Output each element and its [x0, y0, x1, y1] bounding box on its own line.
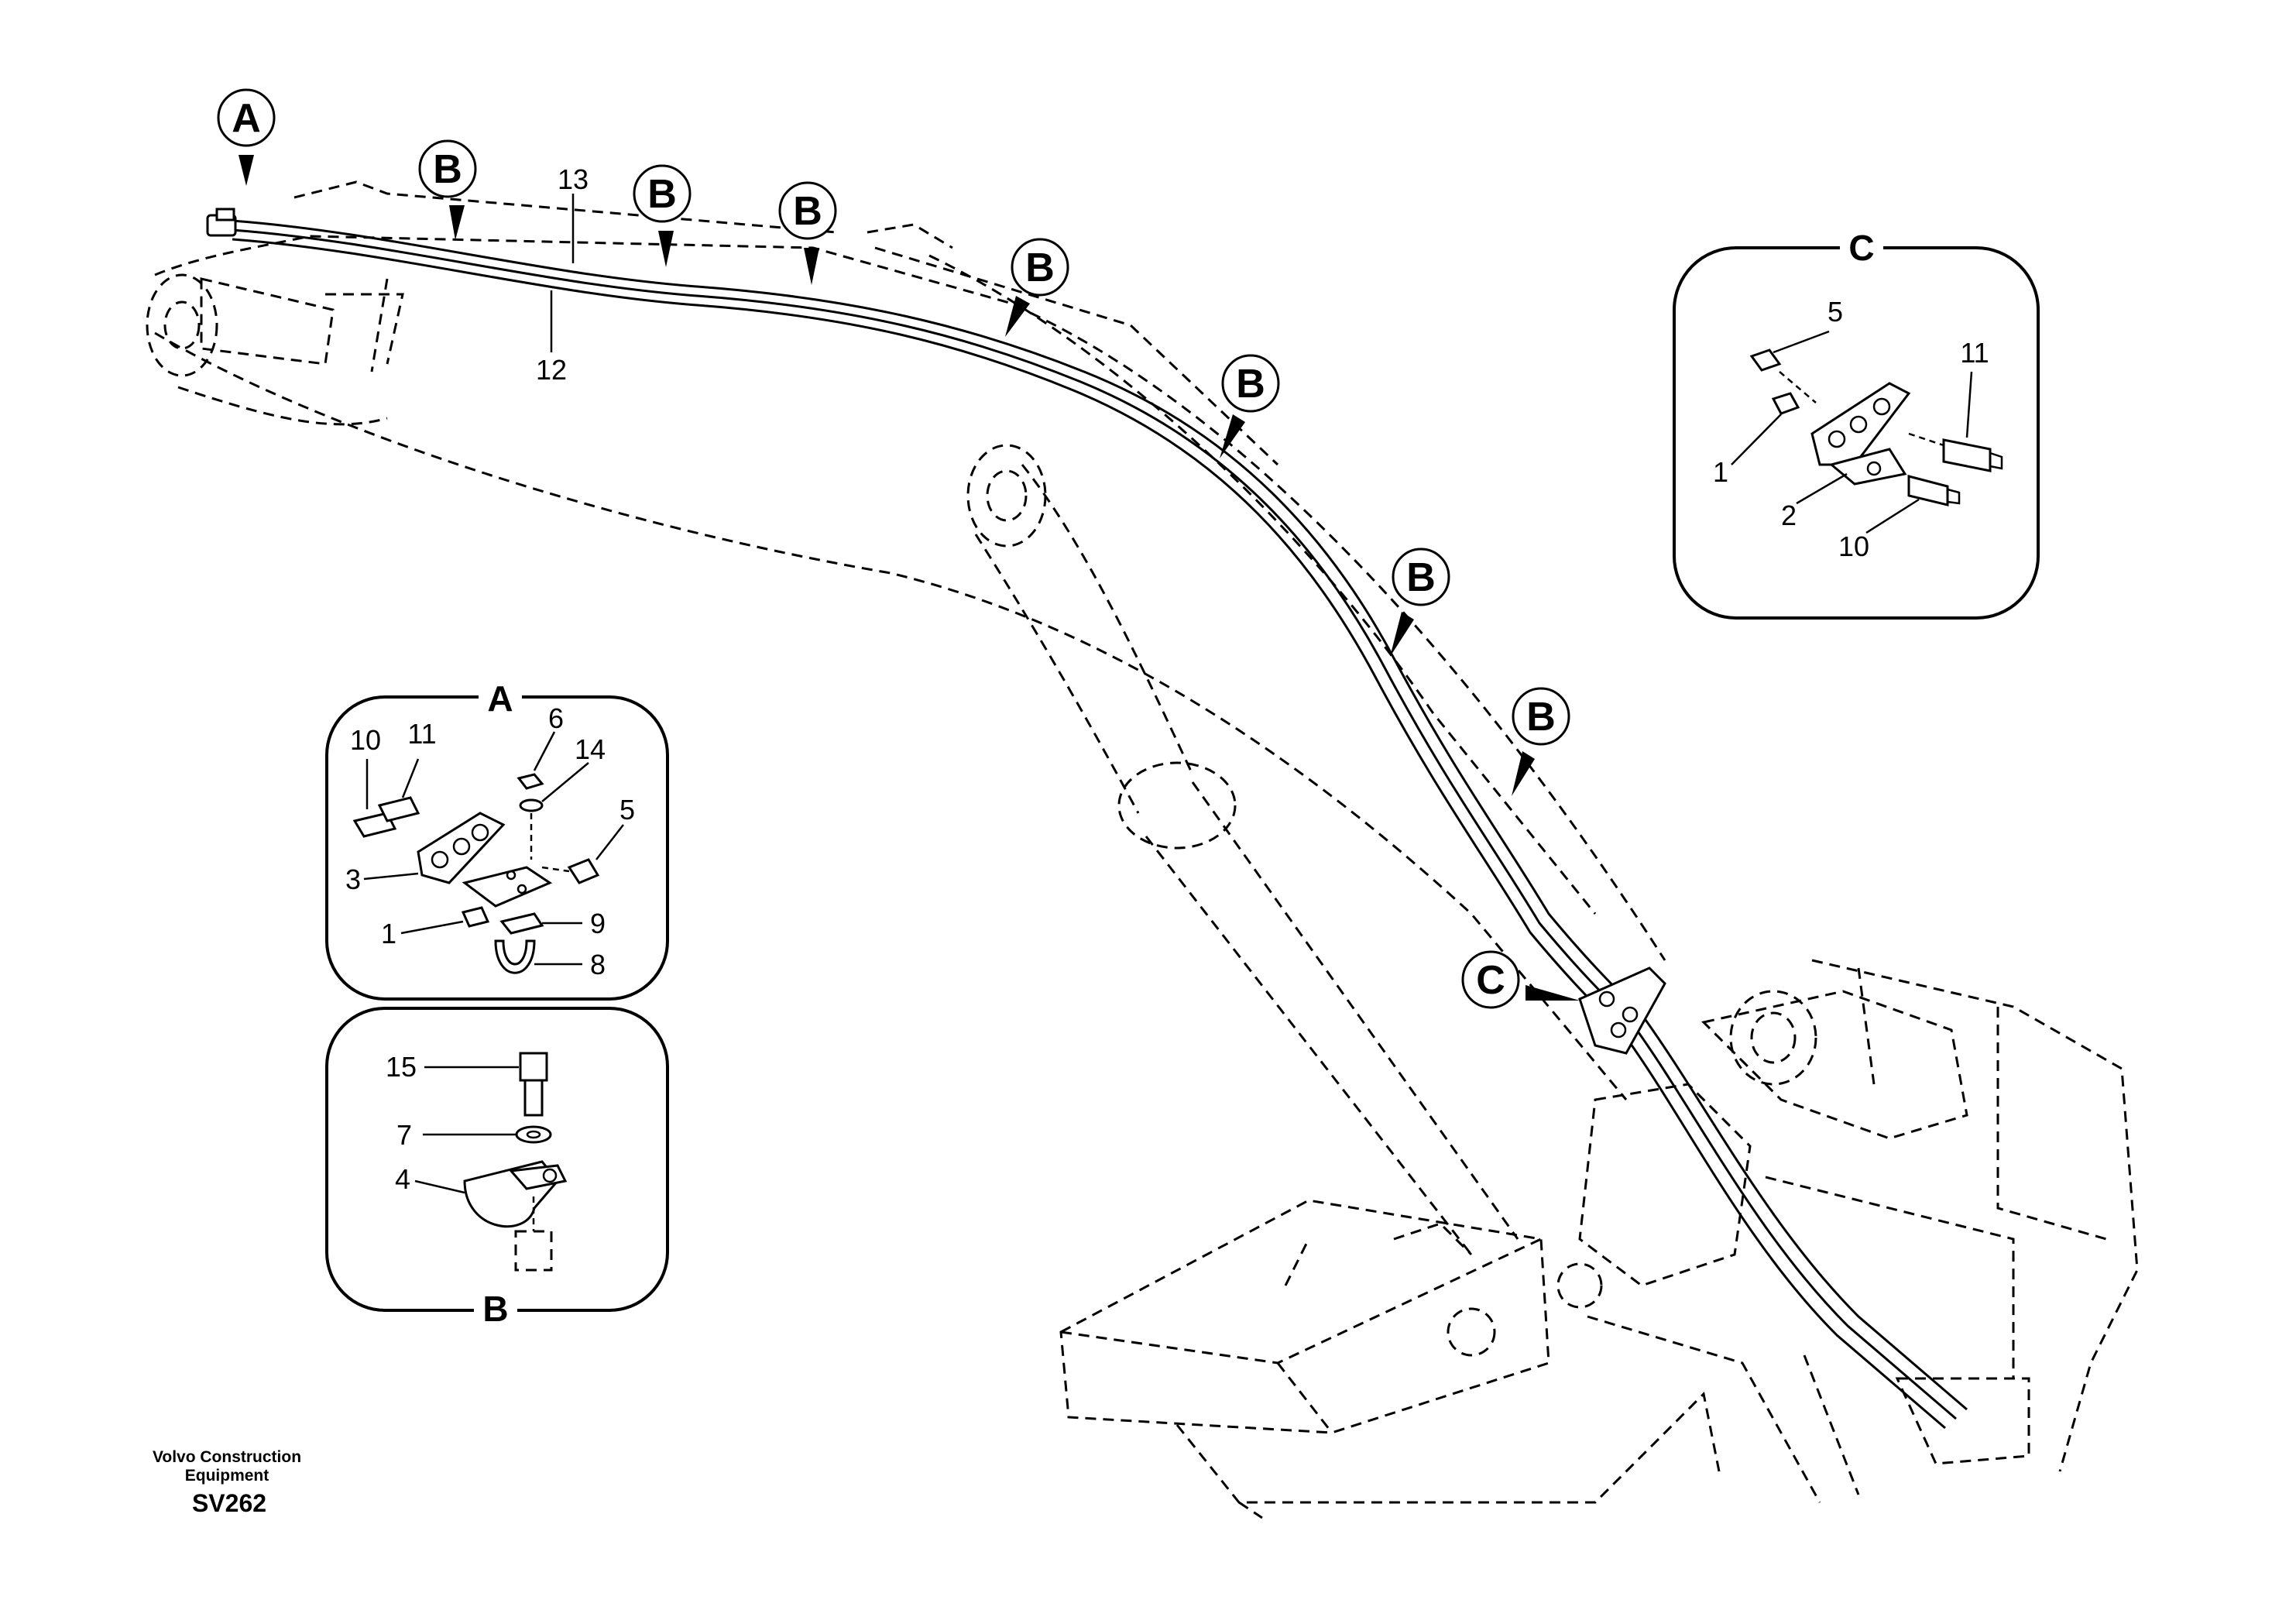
svg-text:7: 7 [396, 1119, 412, 1151]
svg-text:5: 5 [619, 794, 635, 826]
detail-panel-a: A 10 11 6 14 5 3 [325, 678, 669, 1001]
svg-text:15: 15 [386, 1051, 417, 1083]
callout-c-text: C [1476, 958, 1505, 1003]
svg-text:14: 14 [575, 733, 606, 765]
svg-text:8: 8 [590, 949, 606, 980]
svg-text:5: 5 [1828, 296, 1843, 328]
callout-c-main: C [1461, 950, 1580, 1009]
detail-panel-b: B 15 7 4 [325, 1007, 669, 1329]
callout-a-text: A [232, 96, 261, 141]
svg-text:2: 2 [1781, 500, 1797, 531]
svg-text:12: 12 [536, 354, 567, 386]
callout-b-5: B [1220, 354, 1280, 458]
svg-text:B: B [1025, 245, 1055, 290]
boom-cylinder-outline [966, 444, 1519, 1255]
svg-text:B: B [1236, 362, 1265, 407]
callout-b-4: B [1005, 238, 1069, 337]
panel-b-title: B [482, 1289, 508, 1329]
company-name-line2: Equipment [185, 1467, 269, 1485]
callout-b-7: B [1512, 687, 1570, 796]
svg-text:1: 1 [381, 918, 396, 949]
callout-b-3: B [778, 181, 837, 285]
svg-text:13: 13 [558, 163, 589, 195]
hose-lines [206, 208, 1968, 1430]
detail-panel-c: C 5 11 1 2 10 [1673, 228, 2040, 620]
svg-text:B: B [433, 147, 462, 192]
panel-a-title: A [487, 678, 513, 719]
svg-text:10: 10 [350, 724, 381, 756]
hose-label-13: 13 [558, 163, 589, 263]
svg-text:B: B [793, 189, 822, 234]
footer: Volvo Construction Equipment SV262 [153, 1448, 301, 1517]
callout-b-1: B [418, 139, 477, 240]
svg-text:B: B [647, 172, 677, 217]
callout-b-6: B [1390, 548, 1450, 657]
svg-text:11: 11 [407, 718, 436, 750]
callout-b-2: B [633, 164, 692, 267]
callout-a-main: A [217, 88, 276, 186]
svg-text:1: 1 [1713, 456, 1728, 488]
svg-text:11: 11 [1960, 337, 1989, 369]
upper-frame-outline [1059, 959, 2139, 1519]
svg-text:9: 9 [590, 908, 606, 939]
svg-text:B: B [1406, 555, 1436, 600]
company-name-line1: Volvo Construction [153, 1448, 301, 1466]
svg-text:3: 3 [345, 863, 361, 895]
panel-c-title: C [1848, 228, 1874, 268]
svg-text:6: 6 [548, 702, 564, 734]
svg-text:B: B [1526, 695, 1556, 740]
svg-text:4: 4 [395, 1163, 410, 1195]
diagram-code: SV262 [192, 1489, 266, 1517]
svg-text:10: 10 [1838, 530, 1869, 562]
hose-label-12: 12 [536, 290, 567, 386]
